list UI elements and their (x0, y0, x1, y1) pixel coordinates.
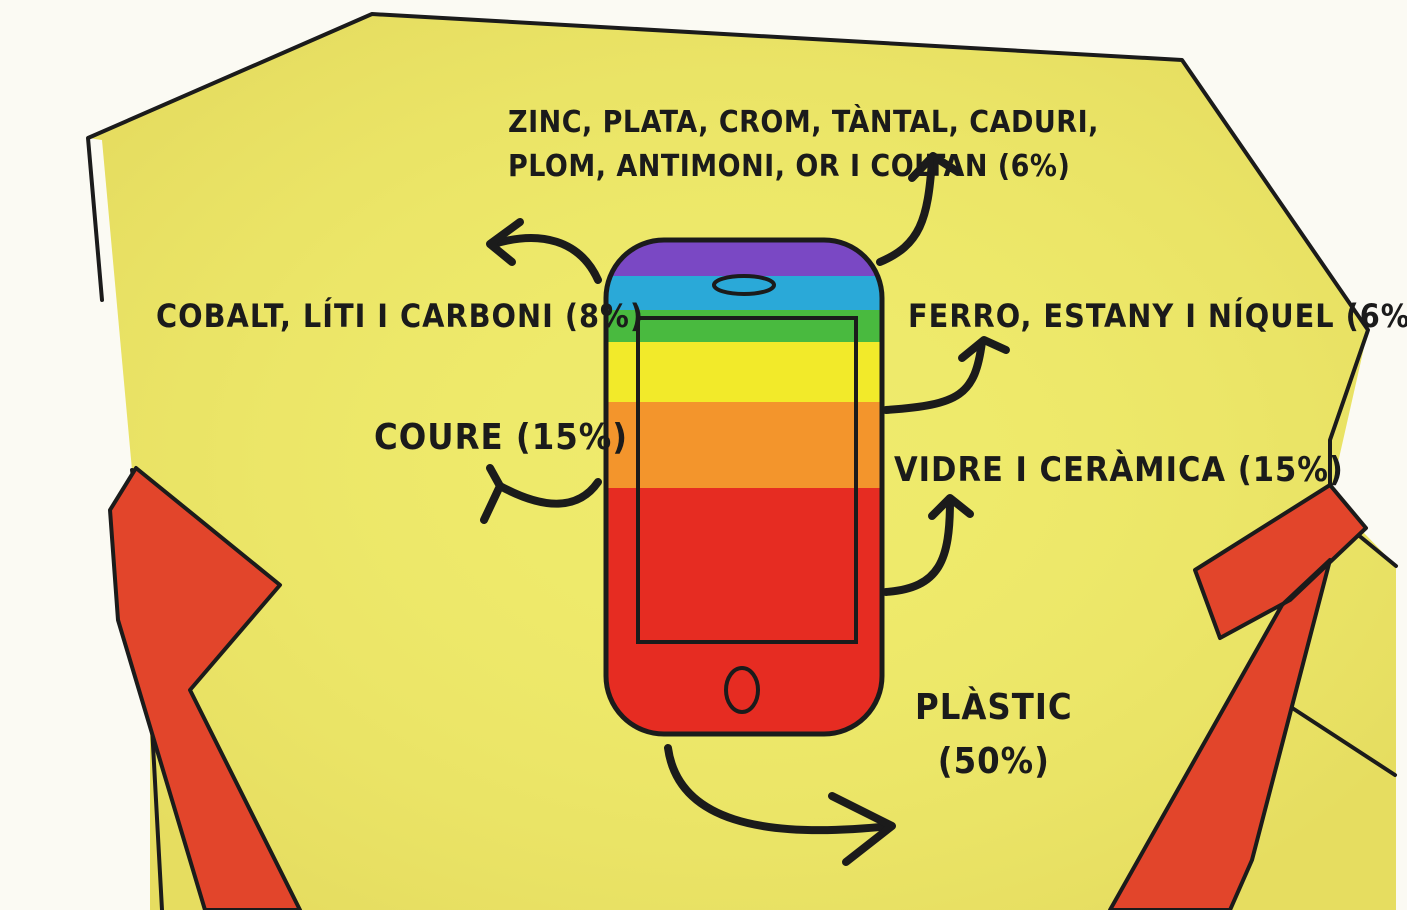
label-plastic-line2: (50%) (915, 744, 1073, 780)
label-vidre: VIDRE I CERÀMICA (15%) (894, 453, 1344, 487)
label-zinc-group: ZINC, PLATA, CROM, TÀNTAL, CADURI, PLOM,… (508, 108, 1099, 196)
label-zinc-line2: PLOM, ANTIMONI, OR I COLTAN (6%) (508, 152, 1099, 182)
label-cobalt: COBALT, LÍTI I CARBONI (8%) (156, 300, 644, 332)
label-plastic-line1: PLÀSTIC (915, 690, 1073, 726)
label-ferro: FERRO, ESTANY I NÍQUEL (6%) (908, 300, 1407, 332)
label-plastic-group: PLÀSTIC (50%) (915, 690, 1073, 798)
label-zinc-line1: ZINC, PLATA, CROM, TÀNTAL, CADURI, (508, 108, 1099, 138)
label-coure: COURE (15%) (374, 420, 628, 456)
